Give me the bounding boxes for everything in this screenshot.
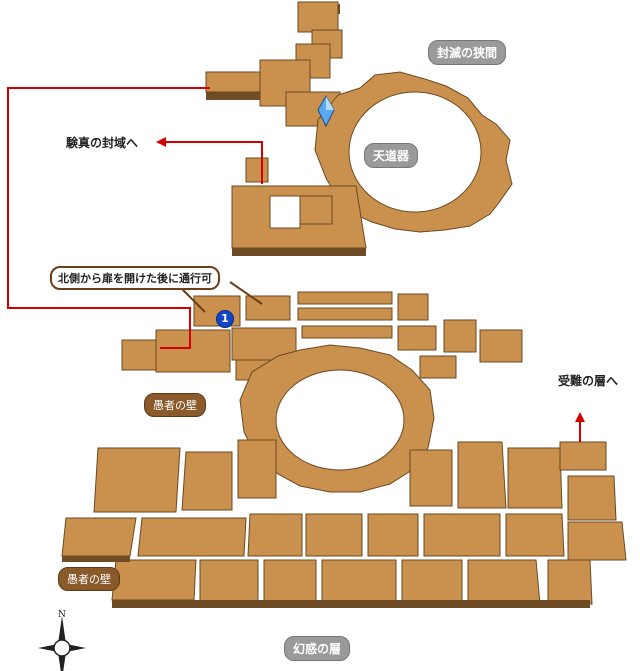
- route-line-west: [7, 87, 210, 349]
- exit-label-north: 験真の封域へ: [66, 136, 139, 150]
- compass-icon: [38, 616, 86, 671]
- arrow-north: [156, 137, 166, 147]
- exit-label-east: 受難の層へ: [558, 374, 619, 388]
- wall-label-upper: 愚者の壁: [144, 393, 206, 417]
- arrow-east: [575, 412, 585, 422]
- route-line-north: [160, 141, 263, 184]
- wall-label-lower: 愚者の壁: [58, 567, 120, 591]
- route-lines: [7, 87, 585, 442]
- lower-floor: [61, 291, 627, 608]
- device-label: 天道器: [364, 143, 419, 168]
- compass-north-label: N: [58, 610, 66, 620]
- area-label-top: 封滅の狭間: [428, 40, 507, 65]
- location-marker: 1: [216, 310, 234, 328]
- area-label-bottom: 幻惑の層: [284, 636, 351, 661]
- door-note-callout: 北側から扉を開けた後に通行可: [50, 266, 220, 290]
